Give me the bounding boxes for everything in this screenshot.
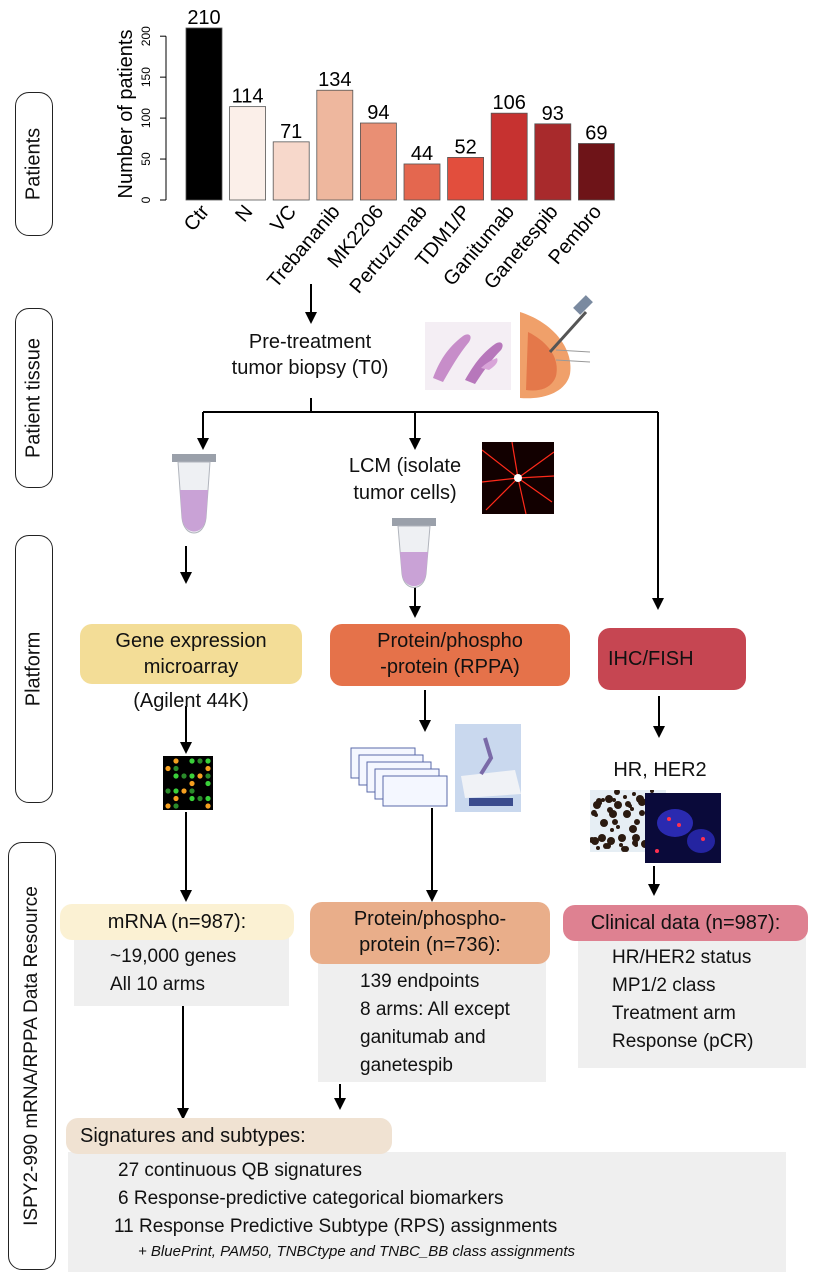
bar-value-label: 134 (318, 69, 351, 91)
y-tick-label: 150 (139, 67, 153, 87)
side-label-resource: ISPY2-990 mRNA/RPPA Data Resource (8, 842, 56, 1270)
bar-value-label: 69 (585, 122, 607, 144)
bar-vc (272, 141, 310, 201)
bar-ctr (185, 27, 223, 201)
signatures-details: 27 continuous QB signatures 6 Response-p… (114, 1160, 558, 1237)
rppa-slides-image (350, 724, 521, 812)
y-tick-label: 0 (139, 196, 153, 203)
bar-value-label: 106 (493, 92, 526, 114)
bar-value-label: 93 (542, 103, 564, 125)
microarray-image (163, 756, 213, 810)
fish-image (645, 793, 721, 863)
agilent-label: (Agilent 44K) (133, 690, 249, 712)
mrna-details: ~19,000 genes All 10 arms (110, 946, 237, 995)
bar-value-label: 44 (411, 143, 433, 165)
rppa-box: Protein/phospho -protein (RPPA) (330, 624, 570, 686)
bar-pembro (578, 143, 615, 201)
protein-details: 139 endpoints 8 arms: All except ganitum… (360, 971, 510, 1076)
laser-image (482, 442, 554, 514)
bar-pertuzumab (403, 163, 441, 201)
signatures-note: + BluePrint, PAM50, TNBCtype and TNBC_BB… (138, 1243, 575, 1260)
lcm-label-line2: tumor cells) (353, 482, 457, 504)
clinical-details-panel (578, 934, 806, 1068)
hr-her2-label: HR, HER2 (613, 759, 707, 781)
bar-value-label: 94 (367, 102, 389, 124)
y-tick-label: 50 (139, 152, 153, 166)
tube-icon (392, 518, 436, 588)
bar-trebananib (316, 89, 354, 201)
side-label-platform: Platform (15, 535, 53, 803)
side-label-patients: Patients (15, 92, 53, 236)
signatures-title-box: Signatures and subtypes: (66, 1118, 392, 1154)
bar-value-label: 52 (454, 136, 476, 158)
signatures-details-panel (68, 1152, 786, 1272)
protein-details-panel (318, 958, 546, 1082)
bar-n (229, 106, 267, 201)
y-tick-label: 100 (139, 108, 153, 128)
bar-value-label: 114 (232, 86, 264, 108)
y-axis-label: Number of patients (115, 30, 137, 199)
protein-title-box: Protein/phospho- protein (n=736): (310, 902, 550, 964)
bar-ganetespib (534, 123, 572, 201)
clinical-details: HR/HER2 status MP1/2 class Treatment arm… (612, 947, 754, 1052)
bar-value-label: 210 (187, 7, 220, 29)
mrna-details-panel (74, 932, 289, 1006)
mrna-title-box: mRNA (n=987): (60, 904, 294, 940)
lcm-label-line1: LCM (isolate (348, 455, 462, 477)
biopsy-label-line2: tumor biopsy (T0) (231, 357, 389, 379)
bar-value-label: 71 (280, 121, 302, 143)
histology-slide-image (425, 322, 511, 390)
bar-tdm1p (447, 157, 485, 201)
biopsy-label-line1: Pre-treatment (248, 331, 372, 353)
ihc-fish-box: IHC/FISH (598, 628, 746, 690)
y-tick-label: 200 (139, 26, 153, 46)
side-label-patient-tissue: Patient tissue (15, 308, 53, 488)
tube-icon (172, 454, 216, 534)
gene-expression-box: Gene expression microarray (80, 624, 302, 684)
clinical-title-box: Clinical data (n=987): (563, 905, 808, 941)
biopsy-needle-image (520, 292, 595, 402)
bar-mk2206 (359, 122, 397, 201)
bar-ganitumab (490, 112, 528, 201)
